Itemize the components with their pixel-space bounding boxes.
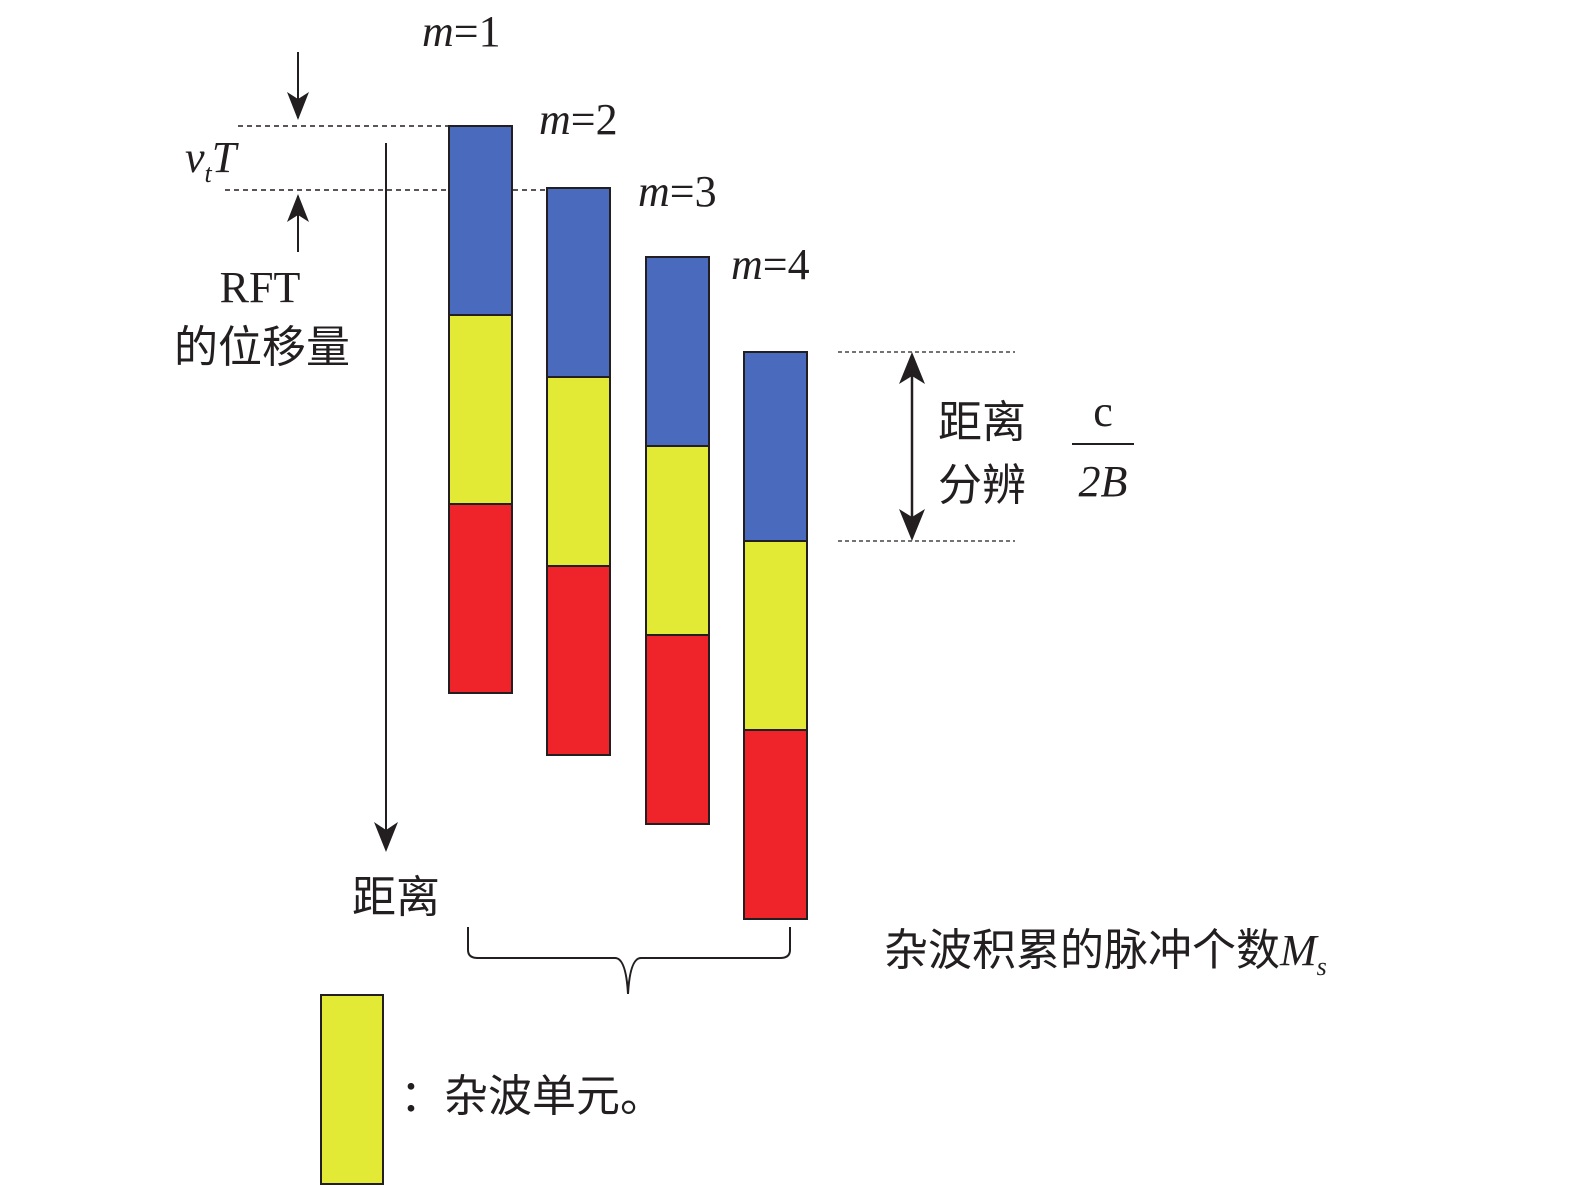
clutter-cell	[645, 445, 710, 636]
blue-cell	[645, 256, 710, 447]
fraction-numerator: c	[1093, 387, 1113, 436]
clutter-cell	[743, 540, 808, 731]
clutter-cell	[448, 314, 513, 505]
label-m4: m=4	[731, 240, 810, 289]
label-m2: m=2	[539, 95, 618, 144]
clutter-cell	[546, 376, 611, 567]
label-m1: m=1	[422, 7, 501, 56]
label-m3: m=3	[638, 167, 717, 216]
label-vt-T: vtT	[185, 133, 240, 188]
label-resolution-1: 距离	[938, 397, 1026, 448]
fraction-denominator: 2B	[1079, 457, 1128, 506]
pulse-column-2	[546, 187, 611, 756]
red-cell	[546, 565, 611, 756]
blue-cell	[546, 187, 611, 378]
down-arrow-icon	[287, 52, 309, 120]
pulse-column-4	[743, 351, 808, 920]
blue-cell	[743, 351, 808, 542]
label-range-axis: 距离	[352, 872, 440, 923]
legend-clutter-swatch	[320, 994, 384, 1185]
up-arrow-icon	[287, 194, 309, 252]
label-pulse-count: 杂波积累的脉冲个数Ms	[884, 925, 1327, 981]
double-arrow-icon	[899, 352, 925, 541]
pulse-column-1	[448, 125, 513, 694]
label-rft: RFT	[220, 263, 301, 312]
label-rft-displacement: 的位移量	[174, 322, 350, 373]
pulse-column-3	[645, 256, 710, 825]
brace-icon	[467, 927, 791, 995]
blue-cell	[448, 125, 513, 316]
red-cell	[743, 729, 808, 920]
legend-label: ：杂波单元。	[400, 1071, 664, 1122]
red-cell	[645, 634, 710, 825]
label-resolution-2: 分辨	[938, 460, 1026, 511]
range-axis-arrow-icon	[374, 143, 398, 852]
red-cell	[448, 503, 513, 694]
